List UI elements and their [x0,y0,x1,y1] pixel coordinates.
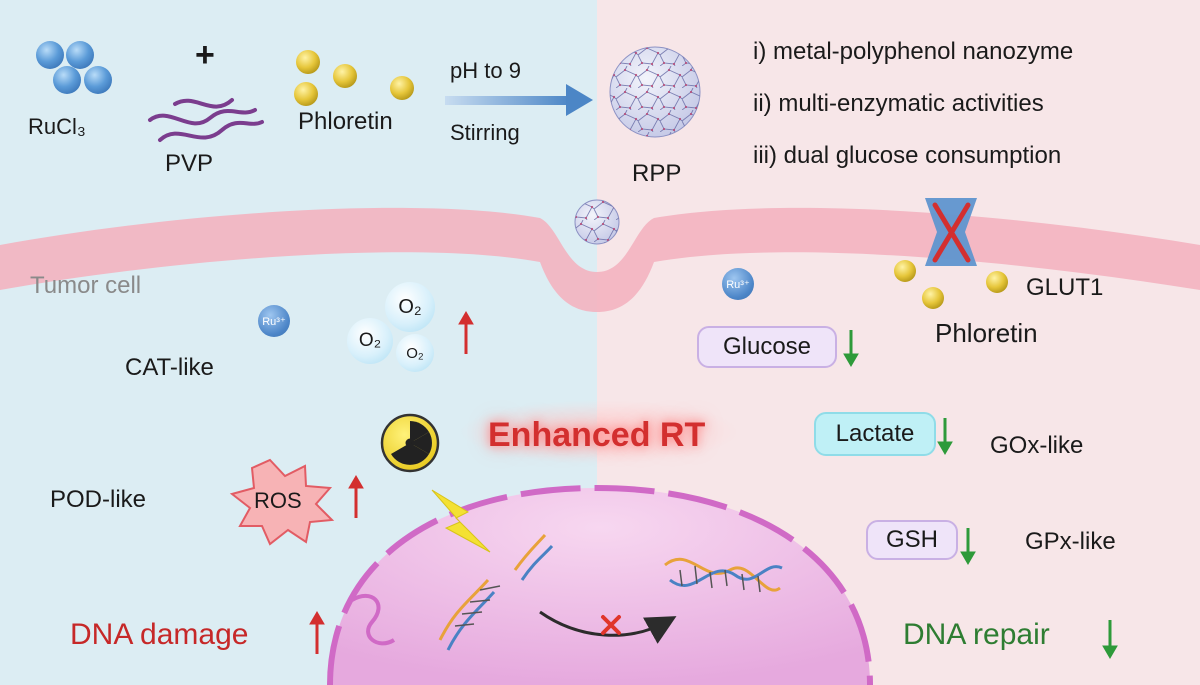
cat-like-label: CAT-like [125,354,214,381]
gsh-down-arrow-icon [960,528,976,565]
ros-up-arrow-icon [348,475,364,518]
phloretin-blockers [894,260,1008,309]
lactate-down-arrow-icon [937,418,953,455]
glucose-down-arrow-icon [843,330,859,367]
ru-ion-right-icon: Ru³⁺ [722,268,754,300]
phloretin-reagent-label: Phloretin [298,108,393,135]
ph-condition-label: pH to 9 [450,58,521,83]
dna-repair-down-arrow-icon [1102,620,1118,659]
ros-label: ROS [254,488,302,513]
pvp-chains [148,98,264,142]
dna-repair-label: DNA repair [903,618,1050,651]
intact-dna-icon [664,557,783,593]
enhanced-rt-glow [460,400,740,464]
rpp-label: RPP [632,160,682,187]
o2-bubble-large: O₂ [385,282,435,332]
repair-block-x-icon [601,615,621,635]
pvp-label: PVP [165,150,214,177]
stirring-condition-label: Stirring [450,120,520,145]
repair-arrow [539,610,677,644]
enhanced-rt-label: Enhanced RT [488,416,706,454]
gsh-pill: GSH [866,520,958,560]
feature-1: i) metal-polyphenol nanozyme [753,38,1074,65]
dna-damage-label: DNA damage [70,618,249,651]
lightning-icon [431,489,491,553]
rpp-endocytosis [574,199,620,245]
rucl3-particles [36,41,112,94]
o2-bubble-small: O₂ [396,334,434,372]
o2-bubble-medium: O₂ [347,318,393,364]
dna-damage-up-arrow-icon [309,611,325,654]
glut1-transporter [925,198,977,266]
gox-like-label: GOx-like [990,432,1084,459]
tumor-cell-label: Tumor cell [30,272,142,299]
radiation-icon [380,413,440,473]
rucl3-label: RuCl₃ [28,114,86,139]
phloretin-label: Phloretin [935,318,1038,348]
phloretin-particles [294,50,414,106]
ros-burst-icon [229,458,335,546]
rpp-nanozyme [609,46,701,138]
lactate-pill: Lactate [814,412,936,456]
glucose-pill: Glucose [697,326,837,368]
glut1-label: GLUT1 [1026,274,1104,301]
block-x-icon [932,202,971,263]
feature-3: iii) dual glucose consumption [753,142,1062,169]
gpx-like-label: GPx-like [1025,528,1116,555]
feature-2: ii) multi-enzymatic activities [753,90,1044,117]
cell-membrane [0,207,1200,312]
damaged-dna-icon [438,533,554,651]
pod-like-label: POD-like [50,486,147,513]
ru-ion-left-icon: Ru³⁺ [258,305,290,337]
reaction-arrow [445,84,593,116]
plus-sign: + [195,36,215,74]
o2-up-arrow-icon [458,311,474,354]
